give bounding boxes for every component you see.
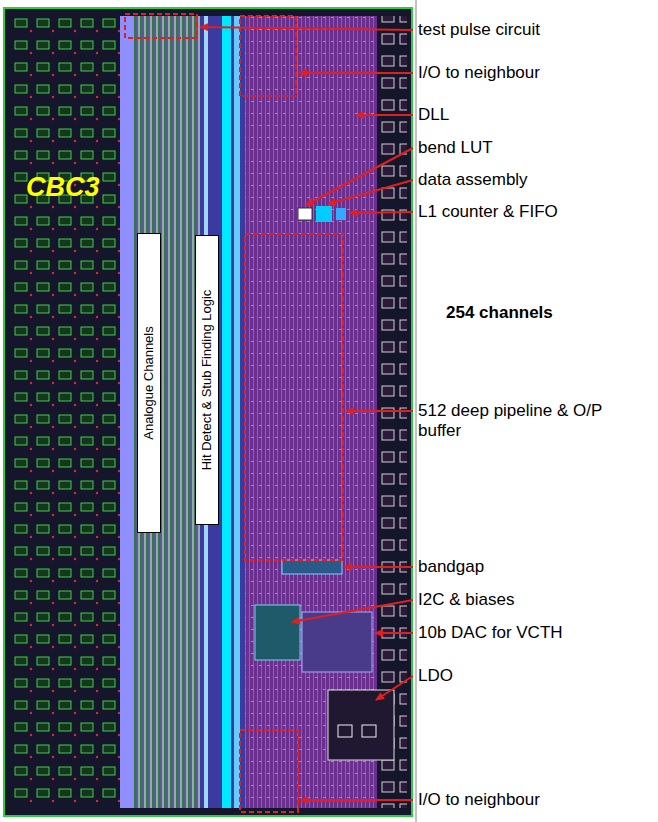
die-outline <box>4 8 412 816</box>
bend-lut-block <box>298 208 312 220</box>
i2c-block <box>255 605 300 660</box>
block-label-box: Hit Detect & Stub Finding Logic <box>195 235 219 525</box>
callout-text: 512 deep pipeline & O/P buffer <box>418 401 623 441</box>
ldo-pad <box>338 725 352 737</box>
block-name: Hit Detect & Stub Finding Logic <box>199 290 215 471</box>
data-assembly-block <box>316 206 332 222</box>
callout-text: LDO <box>418 666 453 686</box>
cyan-bar <box>234 16 240 808</box>
fifo-block <box>336 208 346 220</box>
ldo-pad <box>362 725 376 737</box>
callout-text: I/O to neighbour <box>418 63 540 83</box>
callout-text: I2C & biases <box>418 590 514 610</box>
callout-text: test pulse circuit <box>418 20 540 40</box>
callout-text: L1 counter & FIFO <box>418 202 558 222</box>
callout-text: data assembly <box>418 170 528 190</box>
callout-text: bandgap <box>418 557 484 577</box>
callout-text: 10b DAC for VCTH <box>418 623 563 643</box>
callout-text: DLL <box>418 105 449 125</box>
bond-pads <box>12 14 120 809</box>
leader-lines <box>200 27 413 800</box>
callout-text: bend LUT <box>418 138 493 158</box>
block-name: Analogue Channels <box>141 326 157 439</box>
callout-text: I/O to neighbour <box>418 790 540 810</box>
dac-block <box>302 612 372 672</box>
logic-band <box>200 16 245 808</box>
divider <box>416 0 417 822</box>
dashed-region <box>245 234 343 560</box>
chip-name: CBC3 <box>26 172 100 203</box>
analogue-band <box>120 16 134 808</box>
cyan-bar <box>222 16 231 808</box>
analogue-stripes <box>134 16 200 808</box>
dashed-region <box>125 14 197 38</box>
channel-count: 254 channels <box>446 303 553 323</box>
ldo-block <box>328 690 394 760</box>
block-label-box: Analogue Channels <box>137 233 161 533</box>
dashed-region <box>240 730 298 812</box>
bandgap-block <box>282 560 342 574</box>
